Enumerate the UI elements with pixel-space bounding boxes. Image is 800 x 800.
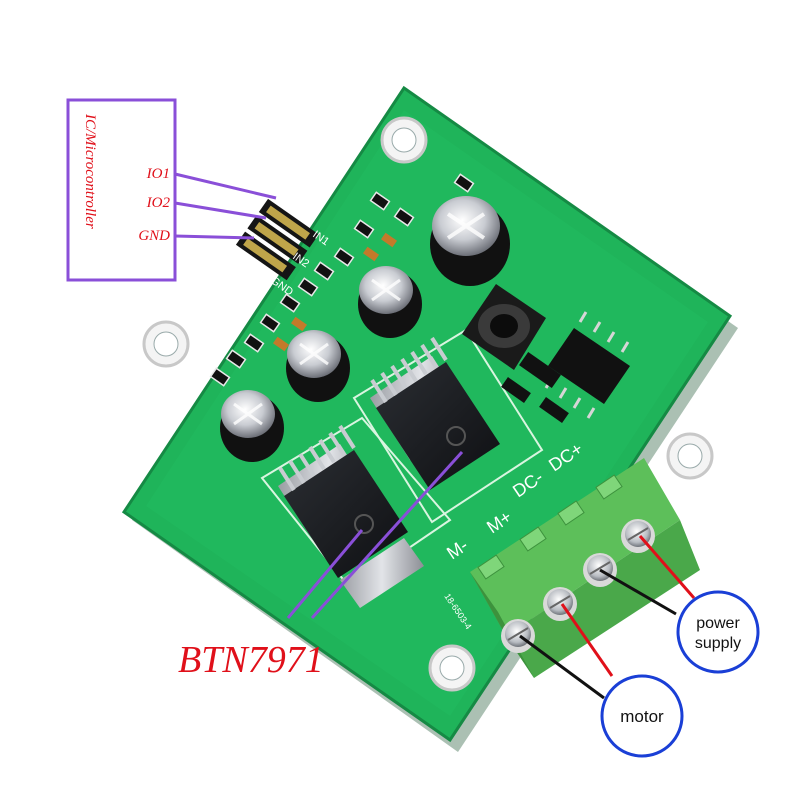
motor-label: motor [620, 707, 664, 726]
smd-diode [501, 351, 569, 423]
power-supply-label-line2: supply [695, 635, 741, 652]
chip-label: BTN7971 [178, 639, 324, 681]
pin-label-gnd: GND [138, 228, 170, 244]
smd-resistor-row [209, 173, 475, 387]
wire-motor-black [519, 634, 605, 700]
mounting-hole [142, 320, 190, 368]
pin-label-io1: IO1 [146, 166, 170, 182]
power-supply-label-line1: power [696, 615, 740, 632]
controller-box [66, 98, 177, 282]
io-connector-lines [174, 172, 277, 240]
pin-label-io2: IO2 [146, 195, 171, 211]
mounting-hole [428, 644, 476, 692]
power-supply-callout [676, 590, 760, 674]
inductor [462, 284, 546, 370]
capacitor-medium [358, 266, 422, 338]
smd-capacitor-row [272, 232, 398, 352]
controller-title: IC/Microcontroller [82, 113, 98, 229]
capacitor-medium [220, 390, 284, 462]
terminal-block [470, 458, 700, 678]
capacitor-large [430, 196, 510, 286]
terminal-screw [501, 619, 535, 653]
driver-chip [370, 336, 500, 490]
capacitor-medium [286, 330, 350, 402]
pin-header [235, 198, 319, 281]
wire-motor-red [560, 603, 614, 677]
chip-callout-lines [286, 450, 464, 620]
mounting-hole [380, 116, 428, 164]
wire-power-black [599, 568, 677, 616]
motor-callout [600, 674, 684, 758]
mounting-hole [666, 432, 714, 480]
wire-power-red [638, 535, 696, 599]
